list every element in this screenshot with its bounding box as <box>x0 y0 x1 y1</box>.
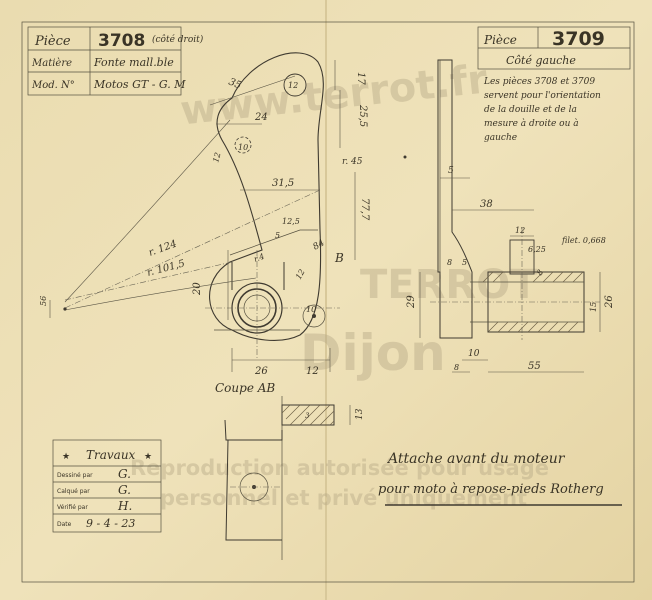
piece-label-right: Pièce <box>483 33 517 47</box>
dim-section-13: 13 <box>355 408 365 420</box>
dim-12b: 12 <box>211 151 222 163</box>
dim-12a: 12 <box>288 81 298 90</box>
svg-text:personnel et privé uniquement: personnel et privé uniquement <box>160 486 527 510</box>
dim-31-5: 31,5 <box>272 178 294 189</box>
dim-right-8b: 8 <box>535 268 545 277</box>
dim-right-8a: 8 <box>447 258 452 267</box>
svg-text:TERROT: TERROT <box>360 262 538 308</box>
dim-10a: 10 <box>238 143 248 152</box>
svg-text:★: ★ <box>144 452 152 462</box>
material-value: Fonte mall.ble <box>93 56 174 69</box>
piece-label: Pièce <box>34 34 71 49</box>
title-block-left: Pièce 3708 (côté droit) Matière Fonte ma… <box>27 26 204 96</box>
date-value: 9 - 4 - 23 <box>86 517 135 530</box>
sheet-border <box>21 21 635 583</box>
model-label: Mod. N° <box>31 80 75 91</box>
material-label: Matière <box>31 58 72 69</box>
checked-by-value: H. <box>117 499 132 513</box>
svg-text:Dijon: Dijon <box>300 324 446 382</box>
dim-20: 20 <box>192 282 203 296</box>
model-value: Motos GT - G. M <box>93 78 186 91</box>
work-log-block: ★ Travaux ★ Dessiné par G. Calqué par G.… <box>52 439 162 533</box>
dim-right-38: 38 <box>480 199 493 210</box>
dim-77: 77,7 <box>359 198 370 221</box>
dim-right-5: 5 <box>448 166 454 176</box>
dim-right-12: 12 <box>515 226 525 235</box>
title-block-right: Pièce 3709 Côté gauche Les pièces 3708 e… <box>477 26 631 143</box>
svg-text:Reproduction autorisée pour us: Reproduction autorisée pour usage <box>130 456 549 480</box>
piece-side-right: Côté gauche <box>506 54 576 67</box>
description-line-1: Attache avant du moteur <box>386 451 566 467</box>
dim-right-55: 55 <box>528 361 541 372</box>
note-line-3: de la douille et de la <box>484 105 577 115</box>
dim-r45: r. 45 <box>342 157 363 167</box>
dimension-lines <box>209 60 356 372</box>
dim-right-5b: 5 <box>462 258 467 267</box>
dim-right-10: 10 <box>468 349 480 359</box>
note-line-5: gauche <box>484 133 517 143</box>
dim-r4: r.4 <box>253 252 266 264</box>
dim-12-5: 12,5 <box>282 217 300 226</box>
right-section-view: 5 38 12 6,25 filet. 0,668 8 5 8 29 15 26… <box>406 59 615 373</box>
dim-10b: 10 <box>306 305 316 314</box>
dim-section-3: 3 <box>305 412 310 420</box>
dim-right-8c: 8 <box>454 363 459 372</box>
section-ab-label: Coupe AB <box>215 381 275 395</box>
dim-35: 35 <box>227 77 243 92</box>
note-line-1: Les pièces 3708 et 3709 <box>483 76 595 87</box>
dim-5: 5 <box>275 231 280 240</box>
piece-number-right: 3709 <box>552 28 605 50</box>
dim-17: 17 <box>355 72 366 85</box>
dim-25-5: 25,5 <box>357 104 368 127</box>
dim-right-15: 15 <box>589 302 598 312</box>
section-point-b: B <box>334 251 344 265</box>
dim-24: 24 <box>254 112 268 123</box>
piece-number: 3708 <box>98 31 145 51</box>
note-line-4: mesure à droite ou à <box>484 118 579 129</box>
section-ab-view: Coupe AB 3 13 <box>215 381 365 560</box>
dim-right-6-25: 6,25 <box>528 245 546 254</box>
svg-text:★: ★ <box>62 452 70 462</box>
work-log-title: Travaux <box>86 448 136 462</box>
radius-construction <box>49 119 340 360</box>
dim-12d: 12 <box>306 366 319 377</box>
dim-26: 26 <box>254 366 268 377</box>
dim-right-29: 29 <box>406 295 417 309</box>
checked-by-label: Vérifié par <box>57 504 88 511</box>
description-block: Attache avant du moteur pour moto à repo… <box>378 451 622 506</box>
dim-12c: 12 <box>294 268 307 281</box>
piece-side: (côté droit) <box>152 34 204 45</box>
drawn-by-value: G. <box>118 467 131 481</box>
traced-by-label: Calqué par <box>57 488 90 495</box>
dim-right-26: 26 <box>604 295 615 309</box>
dim-right-thread: filet. 0,668 <box>561 236 606 245</box>
traced-by-value: G. <box>118 483 131 497</box>
drawn-by-label: Dessiné par <box>57 472 93 479</box>
date-label: Date <box>57 521 72 528</box>
description-line-2: pour moto à repose-pieds Rotherg <box>378 482 604 497</box>
dim-56: 56 <box>39 296 48 306</box>
note-line-2: servent pour l'orientation <box>484 91 601 101</box>
